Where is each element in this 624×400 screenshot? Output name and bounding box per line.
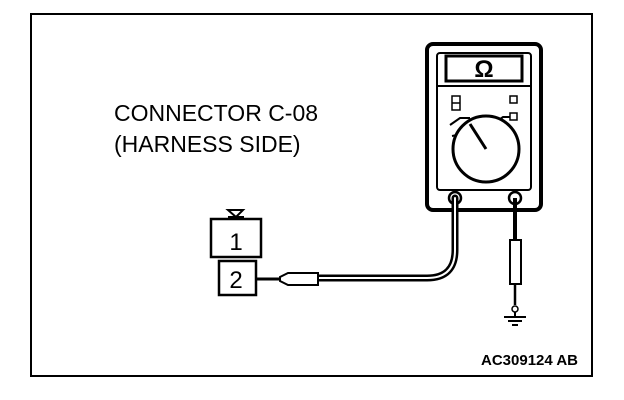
connector-cavity-2 <box>217 259 258 297</box>
connector-label-line2: (HARNESS SIDE) <box>114 131 301 157</box>
ground-probe <box>509 239 522 285</box>
ohm-symbol: Ω <box>474 56 493 83</box>
connector-lock-tab <box>225 209 246 219</box>
connector-pin-2-label: 2 <box>229 267 242 294</box>
connector-probe <box>279 272 319 286</box>
test-lead-to-connector <box>256 194 459 286</box>
ohmmeter-icon: Ω <box>425 42 543 212</box>
figure-id: AC309124 AB <box>481 352 578 369</box>
ground-symbol-icon <box>504 305 526 326</box>
meter-led-1 <box>509 95 518 104</box>
diagram-frame <box>30 13 593 377</box>
connector-pin-1-label: 1 <box>229 229 242 256</box>
connector-cavity-1 <box>209 217 263 259</box>
test-lead-to-ground <box>509 198 522 305</box>
meter-dial-pointer <box>468 123 488 150</box>
meter-dial-marks-left <box>449 117 470 126</box>
connector-label-line1: CONNECTOR C-08 <box>114 100 318 126</box>
meter-display <box>444 54 524 83</box>
connector-c08: 1 2 <box>209 209 263 297</box>
meter-led-2 <box>509 112 518 121</box>
